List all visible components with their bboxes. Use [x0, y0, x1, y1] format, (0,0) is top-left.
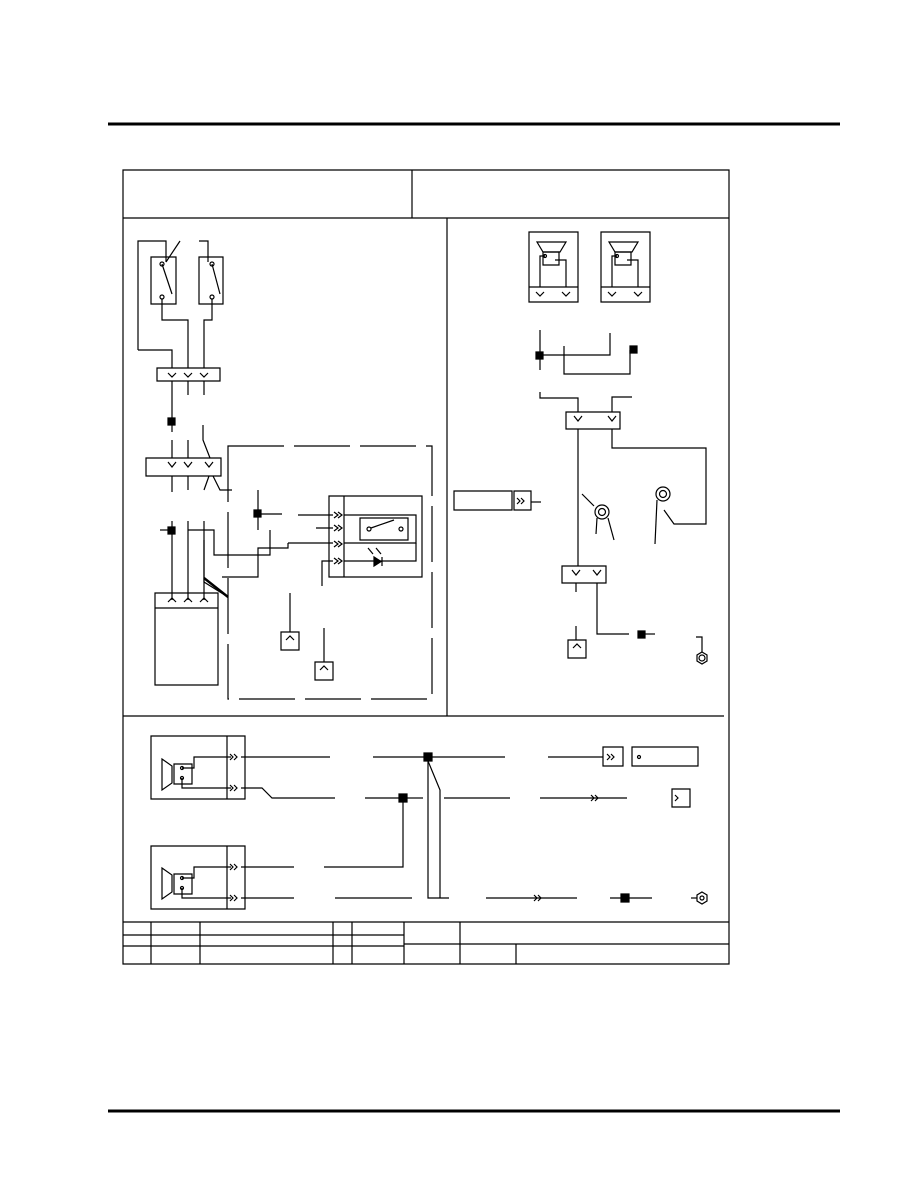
switch-and-relay-circuit [138, 241, 432, 699]
splice-5 [630, 346, 637, 353]
splice-3 [254, 510, 261, 517]
ground-terminal-2 [315, 662, 333, 680]
connector-c5 [603, 747, 623, 766]
splice-6 [638, 631, 645, 638]
splice-7 [424, 753, 432, 761]
resistor-connector [514, 491, 531, 510]
connector-c2 [146, 458, 221, 476]
speaker-d [151, 846, 245, 909]
speaker-a [529, 232, 578, 302]
ground-terminal-1 [281, 632, 299, 650]
splice-4 [536, 352, 543, 359]
relay-region-dashed [228, 446, 432, 699]
ground-terminal-4 [672, 789, 690, 807]
led-diode [374, 557, 381, 566]
splice-1 [168, 418, 175, 425]
speaker-c [151, 736, 245, 799]
output-module [632, 747, 698, 766]
ground-eyelet-1 [595, 505, 609, 519]
connector-c1 [157, 368, 220, 381]
ground-nut [697, 652, 707, 664]
connector-c3 [566, 412, 620, 429]
ground-nut-2 [697, 892, 707, 904]
relay-switch-frame [360, 518, 408, 540]
ground-eyelet-2 [656, 487, 670, 501]
resistor-module [454, 491, 512, 510]
connector-c4 [562, 566, 606, 583]
splice-8 [399, 794, 407, 802]
speaker-harness-circuit [151, 736, 707, 909]
module-box [155, 593, 218, 685]
switch-2 [199, 257, 223, 304]
switch-1 [151, 257, 176, 304]
diagram-frame [123, 170, 729, 964]
title-block [123, 922, 729, 964]
ground-terminal-3 [568, 640, 586, 658]
speaker-b [601, 232, 650, 302]
speaker-and-grounds-circuit [454, 232, 707, 664]
relay-box [329, 496, 422, 577]
